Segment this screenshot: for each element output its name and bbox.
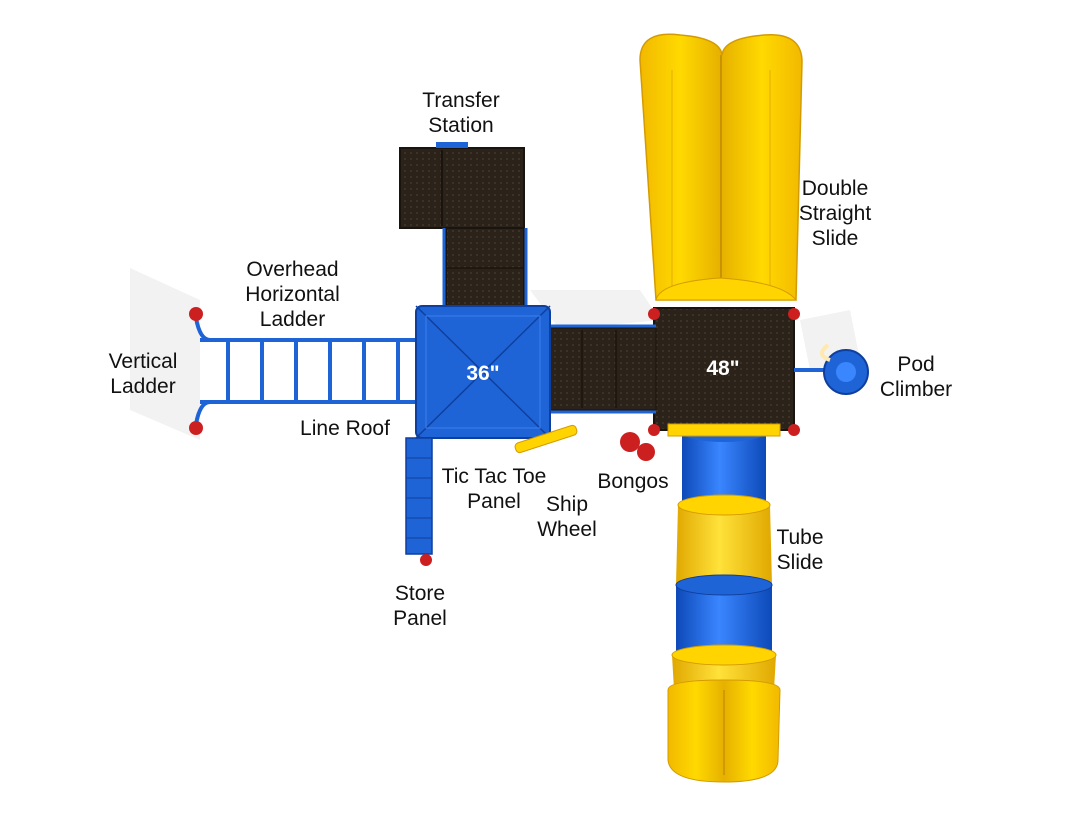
corner-posts [648,308,800,436]
vertical-ladder-posts [189,307,203,435]
label-double-straight-slide: Double Straight Slide [798,177,872,250]
label-vertical-ladder: Vertical Ladder [108,350,178,398]
ground-shadows [130,268,860,440]
deck-height-48: 48" [706,357,740,380]
tube-slide [667,422,781,783]
label-tic-tac-toe-panel: Tic Tac Toe Panel [441,465,547,513]
transfer-station [399,142,528,309]
bridge-walkway [547,324,657,414]
line-roof-36 [415,305,551,439]
label-tube-slide: Tube Slide [776,526,824,574]
deck-48 [653,307,795,437]
label-bongos: Bongos [597,470,669,493]
store-panel [405,437,433,566]
bongos [620,432,655,461]
label-overhead-horizontal-ladder: Overhead Horizontal Ladder [245,258,340,331]
deck-height-36: 36" [466,362,500,385]
overhead-horizontal-ladder [194,317,420,425]
label-pod-climber: Pod Climber [879,353,953,401]
label-line-roof: Line Roof [300,417,390,440]
label-store-panel: Store Panel [393,582,447,630]
double-straight-slide [639,33,803,301]
ship-wheel [514,424,578,454]
label-ship-wheel: Ship Wheel [537,493,597,541]
label-transfer-station: Transfer Station [422,89,500,137]
pod-climber [794,343,869,395]
